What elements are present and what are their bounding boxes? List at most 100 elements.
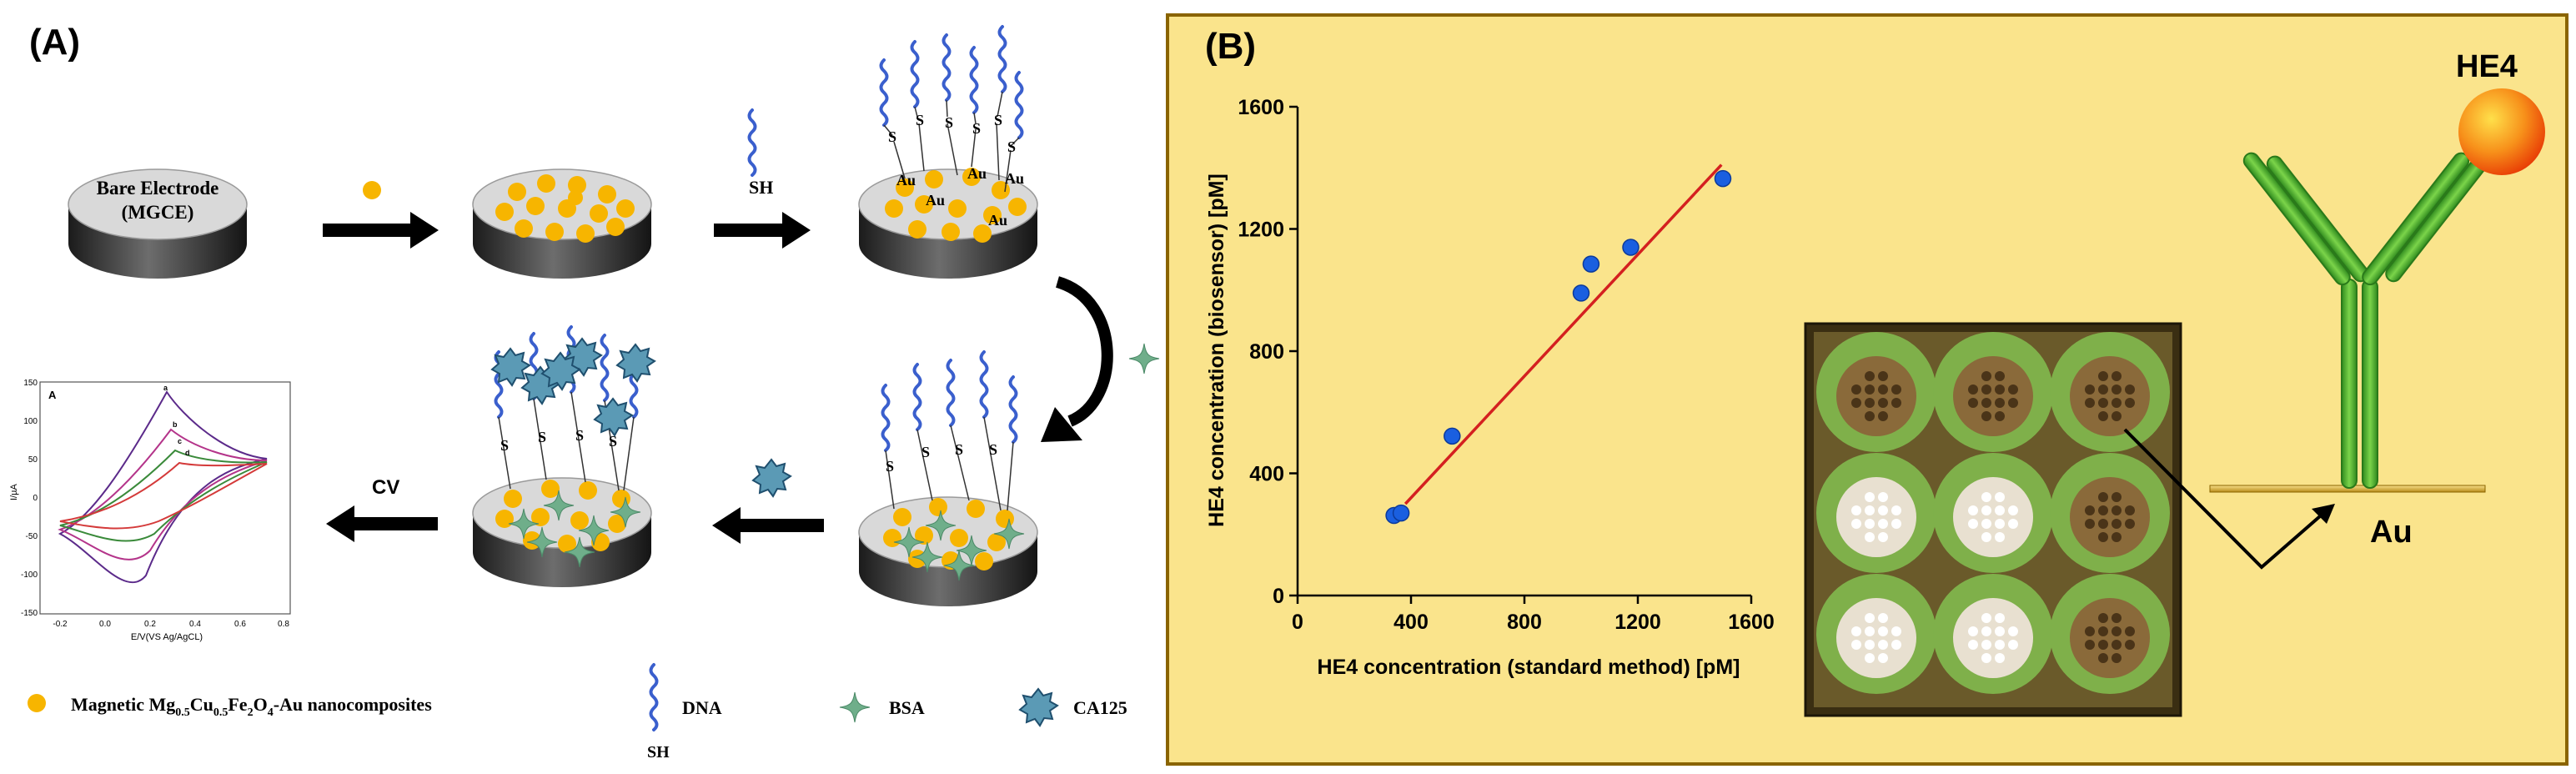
chip-dot	[2125, 640, 2135, 650]
data-point	[1622, 239, 1640, 256]
cv-inset-plot: A I/µA 150 100 50 0 -50 -100 -150 -0.2 0…	[9, 379, 291, 642]
arrow-step-cv	[326, 505, 438, 542]
antibody-he4-schematic: HE4 Au	[2209, 49, 2545, 550]
chip-dot	[2008, 640, 2018, 650]
points-layer	[1385, 169, 1732, 525]
x-tick-label: 0	[1292, 611, 1303, 634]
x-tick-label: 400	[1393, 611, 1429, 634]
chip-dot	[1891, 505, 1901, 515]
disk-dna-bsa: S S S S	[858, 350, 1038, 606]
chip-dot	[2112, 640, 2122, 650]
chip-dot	[2008, 626, 2018, 636]
thiol-s-label: S	[921, 444, 930, 460]
bare-electrode-sub: (MGCE)	[122, 202, 194, 223]
chip-dot	[1851, 519, 1861, 529]
legend-dna-sh: SH	[647, 743, 670, 761]
legend-dna-label: DNA	[682, 697, 722, 718]
y-tick-label: 400	[1249, 463, 1284, 486]
chip-dot	[1851, 505, 1861, 515]
thiol-s-label: S	[955, 441, 963, 458]
data-point	[1582, 255, 1600, 273]
cv-panel-letter: A	[48, 389, 57, 401]
gold-au-label: Au	[896, 172, 916, 188]
chip-dot	[1981, 532, 1991, 542]
chip-dot	[1891, 640, 1901, 650]
chip-dot	[2125, 519, 2135, 529]
chip-dot	[2112, 653, 2122, 663]
chip-dot	[1865, 492, 1875, 502]
chip-dot	[2125, 505, 2135, 515]
chip-dot	[1878, 653, 1888, 663]
cv-curve-label: d	[185, 449, 190, 457]
chip-dot	[1878, 532, 1888, 542]
cv-curve-label: b	[173, 420, 178, 429]
disk-nanoparticles	[472, 168, 652, 279]
nanoparticle-dot	[363, 181, 381, 199]
chip-dot	[1968, 384, 1978, 395]
chip-dot	[1981, 519, 1991, 529]
chip-dot	[2112, 532, 2122, 542]
legend-ca125-label: CA125	[1073, 697, 1127, 718]
fit-line	[1403, 163, 1723, 505]
chip-dot	[1865, 532, 1875, 542]
bsa-star-icon	[1128, 343, 1160, 374]
chip-dot	[2112, 519, 2122, 529]
chip-dot	[2112, 613, 2122, 623]
disk-ca125-bound: S S S S	[472, 325, 655, 587]
chip-electrode-dots	[1851, 371, 2135, 663]
chip-dot	[2008, 398, 2018, 408]
chip-dot	[2098, 371, 2108, 381]
chip-dot	[1968, 398, 1978, 408]
chip-dot	[2098, 613, 2108, 623]
chip-dot	[2098, 519, 2108, 529]
thiol-s-label: S	[989, 441, 997, 458]
legend-dna-icon	[649, 663, 659, 731]
chip-dot	[1995, 398, 2005, 408]
chip-dot	[1878, 371, 1888, 381]
cv-xtick: 0.4	[189, 620, 201, 629]
chip-dot	[1968, 519, 1978, 529]
cv-ytick: -150	[21, 609, 38, 618]
thiol-s-label: S	[538, 429, 546, 445]
chip-dot	[1995, 505, 2005, 515]
cv-curve-c	[59, 449, 268, 542]
cv-ytick: 100	[23, 417, 38, 426]
chip-dot	[2098, 532, 2108, 542]
chip-dot	[1981, 411, 1991, 421]
cv-curve-b	[58, 428, 268, 560]
chip-dot	[2112, 398, 2122, 408]
thiol-s-label: S	[575, 427, 584, 444]
chip-dot	[1981, 613, 1991, 623]
chip-dot	[2085, 384, 2095, 395]
chip-dot	[2098, 505, 2108, 515]
chip-dot	[1878, 492, 1888, 502]
cv-ytick: -50	[26, 532, 38, 541]
chip-dot	[2008, 505, 2018, 515]
thiol-s-label: S	[994, 112, 1002, 128]
x-tick-label: 1200	[1614, 611, 1661, 634]
cv-ytick: 50	[28, 455, 38, 465]
chip-dot	[1981, 492, 1991, 502]
chip-dot	[2098, 653, 2108, 663]
chip-dot	[1878, 613, 1888, 623]
curved-arrow	[1055, 276, 1113, 427]
chip-dot	[2008, 384, 2018, 395]
chip-dot	[1981, 640, 1991, 650]
cv-ylabel: I/µA	[9, 484, 19, 500]
thiol-s-label: S	[916, 112, 924, 128]
chip-dot	[1851, 384, 1861, 395]
chip-dot	[1865, 384, 1875, 395]
gold-au-label: Au	[1005, 170, 1024, 187]
chip-dot	[2125, 384, 2135, 395]
zoom-connector	[2123, 428, 2328, 570]
legend-nanocomposite-label: Magnetic Mg0.5Cu0.5Fe2O4-Au nanocomposit…	[71, 694, 432, 719]
sensor-chip-photo	[1804, 322, 2182, 717]
cv-yticks: 150 100 50 0 -50 -100 -150	[21, 379, 38, 618]
data-point	[1572, 284, 1590, 302]
cv-curve-label: c	[178, 437, 182, 445]
thiol-s-label: S	[886, 458, 894, 475]
chip-dot	[1995, 492, 2005, 502]
chip-dot	[1995, 653, 2005, 663]
